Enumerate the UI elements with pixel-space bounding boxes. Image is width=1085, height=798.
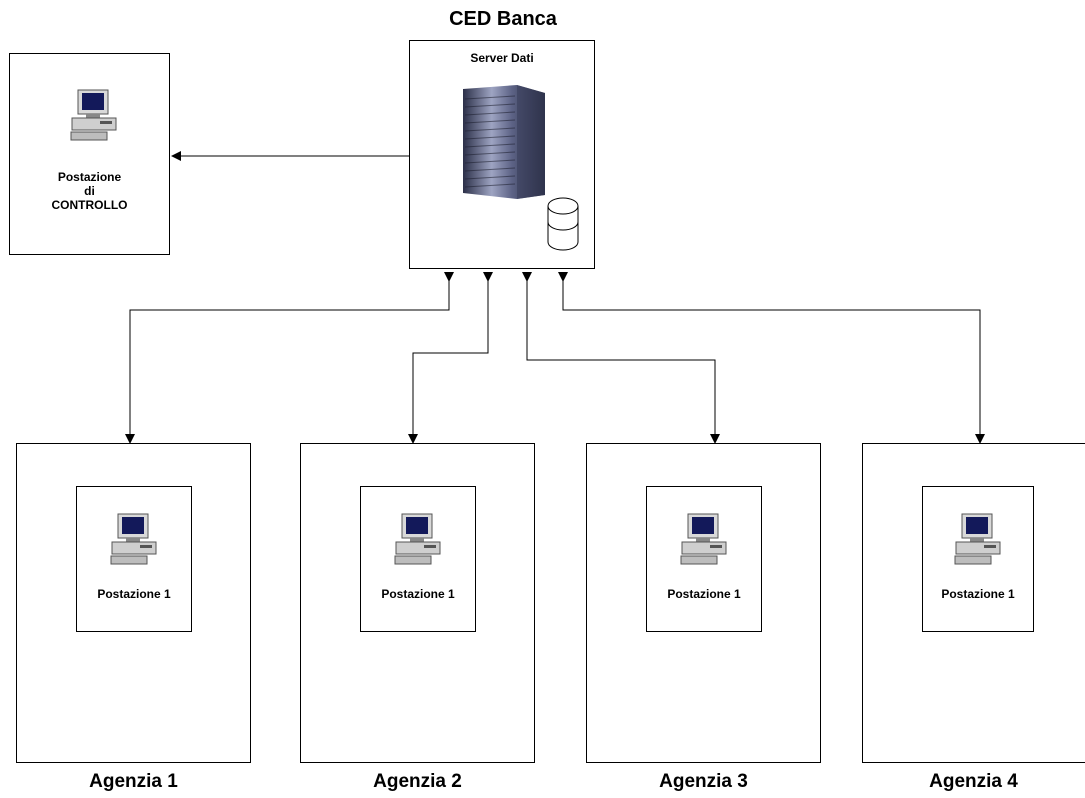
ced-title: CED Banca	[449, 8, 557, 30]
agency-1-box[interactable]: Postazione 1	[16, 443, 251, 763]
agency-2-workstation-box[interactable]: Postazione 1	[360, 486, 476, 632]
desktop-computer-icon	[394, 513, 441, 565]
agency-3-box[interactable]: Postazione 1	[586, 443, 821, 763]
agency-4-box[interactable]: Postazione 1	[862, 443, 1085, 763]
desktop-computer-icon	[70, 89, 117, 141]
agency-2-workstation-label: Postazione 1	[381, 587, 455, 601]
desktop-computer-icon	[680, 513, 727, 565]
ced-server-box[interactable]: Server Dati	[409, 40, 595, 269]
control-label-line1: Postazione	[57, 170, 122, 184]
server-tower-icon	[463, 85, 545, 199]
agency-2-box[interactable]: Postazione 1	[300, 443, 535, 763]
agency-4-workstation-box[interactable]: Postazione 1	[922, 486, 1034, 632]
database-cylinder-icon	[547, 197, 579, 251]
connector-agency-2	[408, 272, 493, 444]
connector-agency-3	[522, 272, 720, 444]
connector-agency-4	[558, 272, 985, 444]
agency-3-name: Agenzia 3	[659, 771, 748, 792]
control-workstation-box[interactable]: Postazione di CONTROLLO	[9, 53, 170, 255]
desktop-computer-icon	[110, 513, 157, 565]
agency-2-name: Agenzia 2	[373, 771, 462, 792]
agency-3-workstation-box[interactable]: Postazione 1	[646, 486, 762, 632]
agency-1-workstation-label: Postazione 1	[97, 587, 171, 601]
connector-agency-1	[125, 272, 454, 444]
agency-1-name: Agenzia 1	[89, 771, 178, 792]
server-label: Server Dati	[470, 51, 534, 65]
agency-4-name: Agenzia 4	[929, 771, 1018, 792]
control-label-line2: di	[84, 184, 95, 198]
control-label-line3: CONTROLLO	[51, 198, 128, 212]
agency-4-workstation-label: Postazione 1	[941, 587, 1015, 601]
agency-1-workstation-box[interactable]: Postazione 1	[76, 486, 192, 632]
desktop-computer-icon	[954, 513, 1001, 565]
agency-3-workstation-label: Postazione 1	[667, 587, 741, 601]
